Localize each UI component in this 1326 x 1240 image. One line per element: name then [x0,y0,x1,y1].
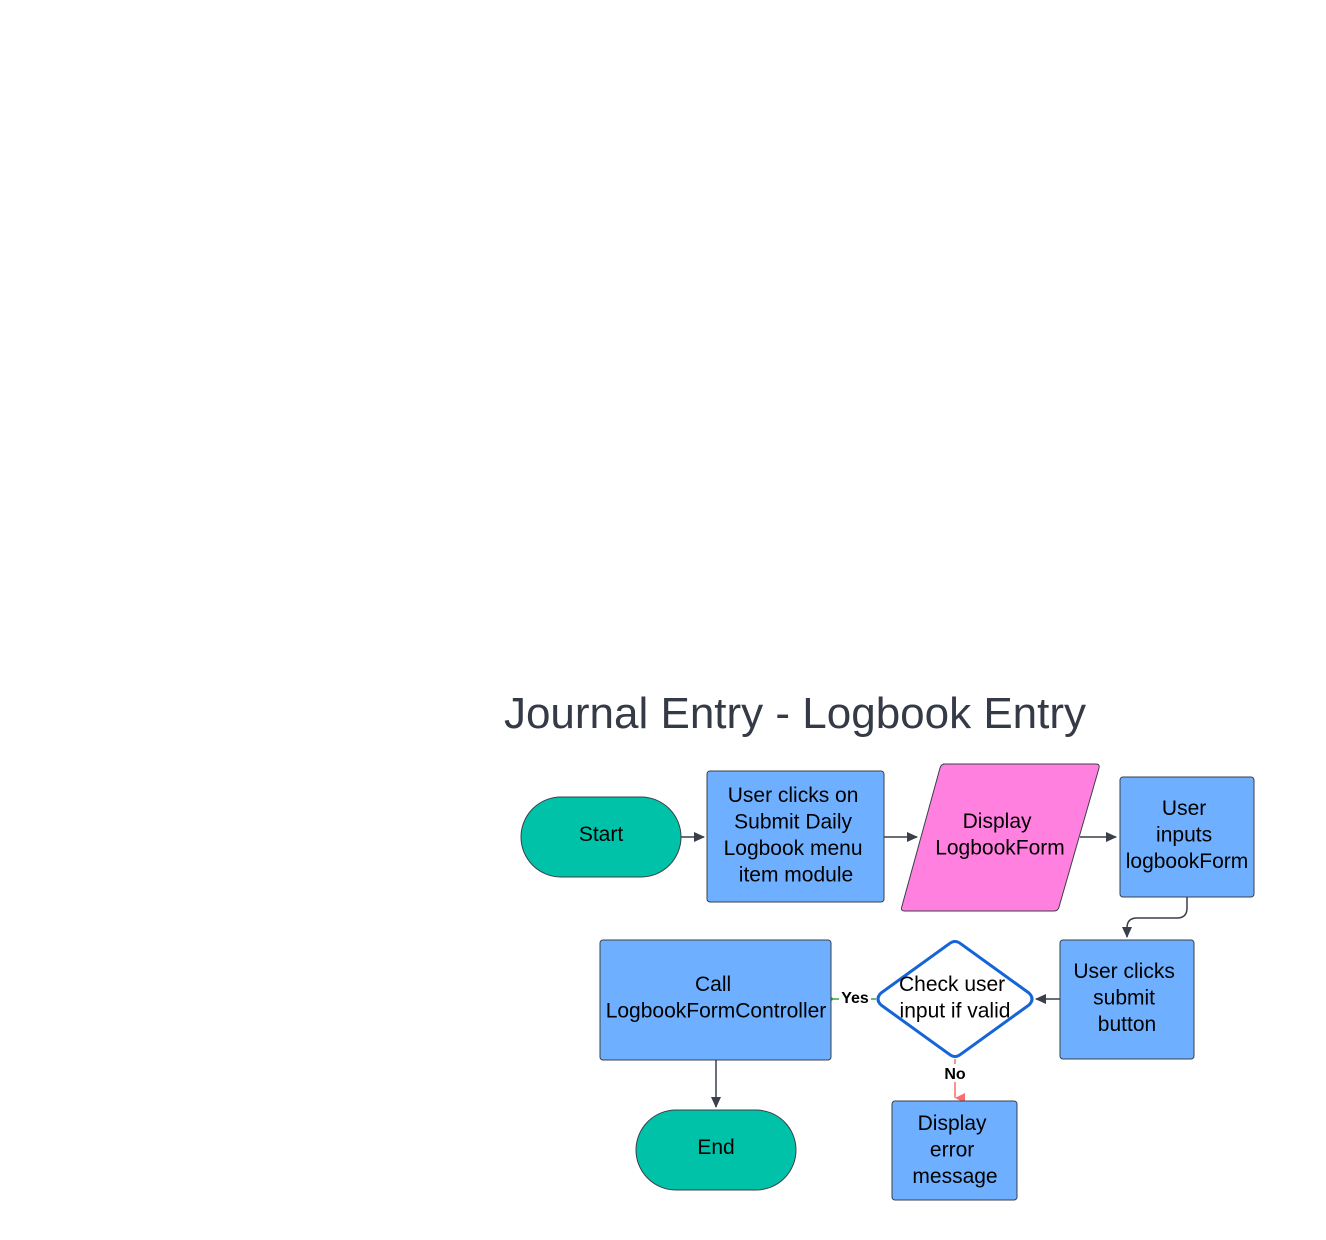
call-controller-process [599,939,832,1061]
user-clicks-submit-label: User clicks submit button [1073,960,1180,1036]
check-input-decision [876,940,1034,1058]
nodes: Start User clicks on Submit Daily Logboo… [520,763,1255,1201]
yes-label: Yes [841,990,869,1007]
edge-user-inputs-to-user-clicks-submit [1122,897,1188,938]
call-controller-label: Call LogbookFormController [606,973,827,1023]
start-terminal [520,796,682,878]
user-clicks-menu-process [706,770,885,903]
no-label: No [944,1066,966,1083]
end-label: End [697,1136,734,1159]
display-error-label: Display error message [912,1112,997,1188]
end-terminal [635,1109,797,1191]
check-input-label: Check user input if valid [899,973,1011,1023]
display-error-process [891,1100,1018,1201]
user-inputs-label: User inputs logbookForm [1126,797,1249,873]
user-inputs-process [1119,776,1255,898]
edges: Yes No [681,832,1188,1108]
diagram-title: Journal Entry - Logbook Entry [504,689,1086,738]
user-clicks-submit-process [1059,939,1195,1060]
display-form-label: Display LogbookForm [935,810,1065,860]
start-label: Start [579,823,624,846]
display-form-data-shape [900,763,1100,912]
user-clicks-menu-label: User clicks on Submit Daily Logbook menu… [724,784,869,887]
